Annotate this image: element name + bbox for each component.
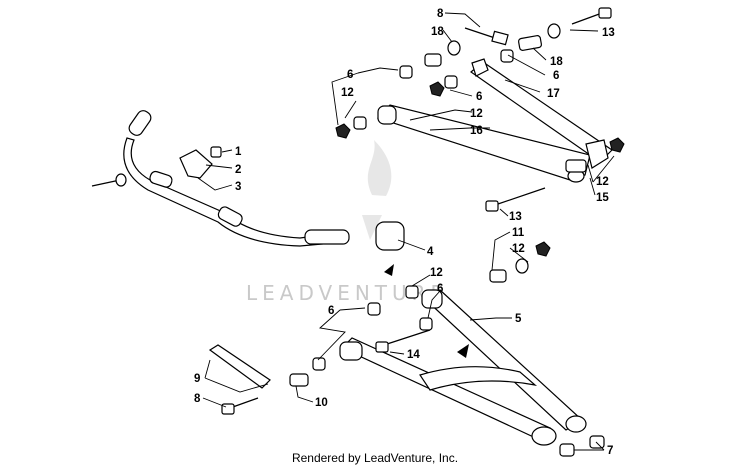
callout-number: 8 [194, 393, 201, 405]
callout-number: 5 [515, 313, 522, 325]
callout-number: 11 [512, 227, 525, 239]
direction-arrow-icon [384, 264, 394, 276]
callout-number: 6 [347, 69, 353, 81]
callout-number: 6 [476, 91, 482, 103]
sway-hardware [91, 146, 405, 251]
callout-number: 15 [596, 192, 609, 204]
callout-number: 1 [235, 146, 242, 158]
callout-number: 18 [550, 56, 563, 68]
callout-number: 2 [235, 164, 241, 176]
callout-number: 6 [553, 70, 559, 82]
callout-number: 13 [509, 211, 522, 223]
callout-number: 9 [194, 373, 200, 385]
sway-leaders [197, 149, 426, 251]
render-credit: Rendered by LeadVenture, Inc. [291, 451, 459, 465]
callout-number: 6 [328, 305, 334, 317]
callout-number: 17 [547, 88, 560, 100]
callout-number: 10 [315, 397, 328, 409]
callout-number: 12 [430, 267, 443, 279]
leadventure-flame-logo [362, 140, 392, 240]
callout-number: 6 [437, 283, 443, 295]
callout-number: 8 [437, 8, 444, 20]
callout-number: 13 [602, 27, 615, 39]
callout-number: 4 [427, 246, 434, 258]
callout-number: 12 [512, 243, 525, 255]
upper-leaders [331, 12, 615, 217]
upper-hardware [335, 7, 625, 212]
callout-number: 14 [407, 349, 420, 361]
lower-control-arm [339, 289, 587, 446]
callout-number: 12 [341, 87, 354, 99]
direction-arrow-icon [457, 344, 469, 358]
callout-number: 12 [596, 176, 609, 188]
callout-number: 12 [470, 108, 483, 120]
callout-number: 3 [235, 181, 241, 193]
lower-hardware [208, 241, 605, 457]
sway-bar [123, 110, 350, 247]
callout-number: 18 [431, 26, 444, 38]
upper-control-arm-front [376, 104, 609, 183]
callout-number: 7 [607, 445, 613, 457]
lower-leaders [202, 231, 605, 451]
callout-number: 16 [470, 125, 483, 137]
